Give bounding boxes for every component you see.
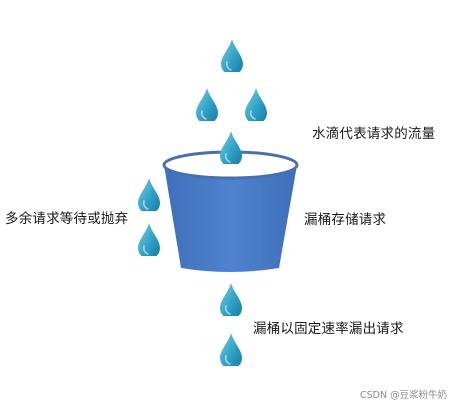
- water-drop-icon: [137, 177, 161, 211]
- label-leak-fixed-rate: 漏桶以固定速率漏出请求: [253, 321, 404, 337]
- water-drop-icon: [219, 130, 243, 164]
- water-drop-icon: [244, 87, 268, 121]
- label-excess-wait-or-discard: 多余请求等待或抛弃: [5, 211, 129, 227]
- water-drop-icon: [219, 332, 243, 366]
- water-drop-icon: [195, 87, 219, 121]
- label-bucket-stores-requests: 漏桶存储请求: [304, 212, 387, 228]
- water-drop-icon: [137, 222, 161, 256]
- water-drop-icon: [220, 38, 244, 72]
- label-drops-represent-requests: 水滴代表请求的流量: [312, 126, 436, 142]
- water-drop-icon: [219, 282, 243, 316]
- watermark: CSDN @豆浆粉牛奶: [360, 390, 448, 401]
- bucket-icon: [162, 150, 299, 272]
